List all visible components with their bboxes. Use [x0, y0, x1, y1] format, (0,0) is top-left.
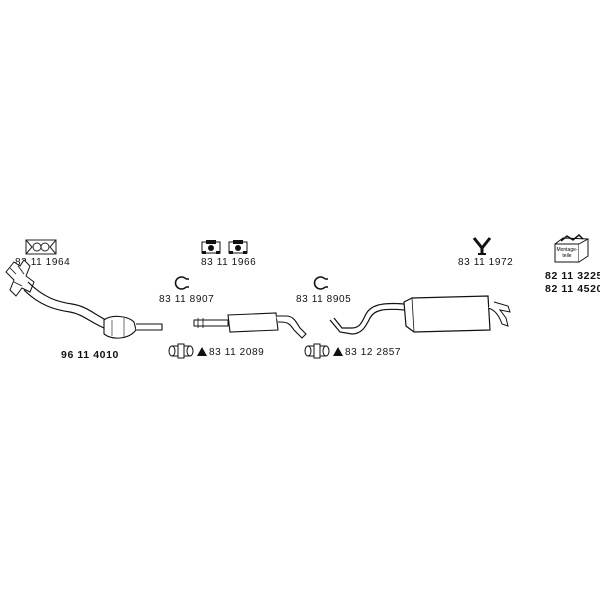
mounting-kit-part-number-1: 82 11 3225 [545, 270, 600, 282]
rubber-mount-icon [201, 240, 249, 254]
middle-pipe-resonator-icon [190, 305, 310, 345]
rear-silencer-icon [325, 290, 515, 340]
clamp-ring-icon [313, 276, 328, 290]
rubber-mount-part-number: 83 11 1966 [201, 257, 257, 268]
mounting-kit-part-number-2: 82 11 4520 [545, 283, 600, 295]
triangle-marker-icon [197, 347, 207, 356]
front-pipe-part-number: 96 11 4010 [61, 349, 119, 361]
pipe-clamp-icon [304, 343, 330, 359]
clamp-part-number-2: 83 12 2857 [345, 347, 402, 358]
gasket-icon [24, 238, 58, 256]
gasket-part-number: 83 11 1964 [15, 257, 71, 268]
front-pipe-catalyst-icon [0, 255, 170, 345]
v-hanger-part-number: 83 11 1972 [458, 257, 514, 268]
pipe-clamp-icon [168, 343, 194, 359]
svg-text:Montage-: Montage- [556, 247, 577, 253]
clamp-ring-part-number-2: 83 11 8905 [296, 294, 352, 305]
svg-text:teile: teile [562, 253, 571, 259]
clamp-part-number-1: 83 11 2089 [209, 347, 265, 358]
mounting-kit-box-icon: Montage- teile [553, 234, 591, 264]
clamp-ring-icon [174, 276, 189, 290]
clamp-ring-part-number-1: 83 11 8907 [159, 294, 215, 305]
triangle-marker-icon [333, 347, 343, 356]
v-hanger-icon [472, 236, 492, 256]
